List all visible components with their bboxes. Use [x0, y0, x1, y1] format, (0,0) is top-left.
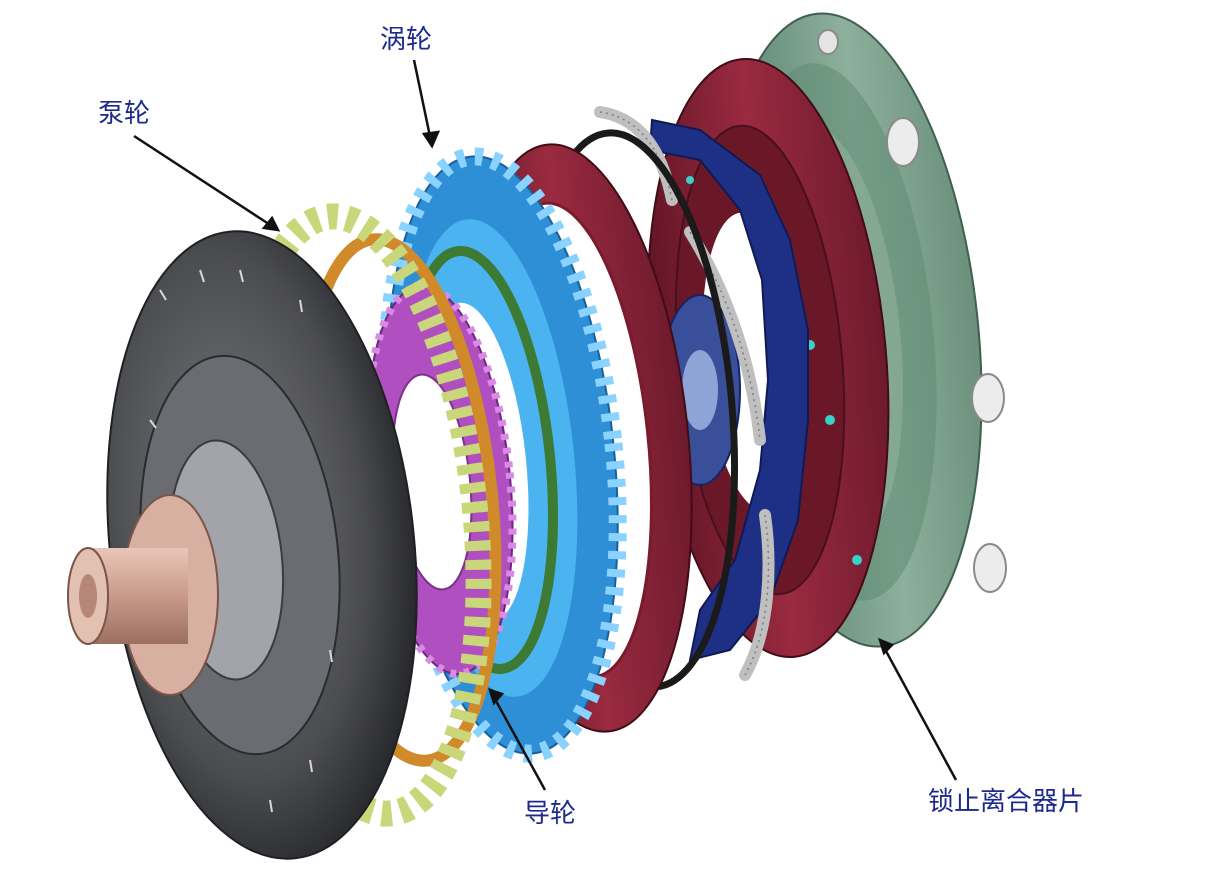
- spring-coils: [599, 111, 770, 676]
- leader-pump: [133, 134, 279, 232]
- label-pump: 泵轮: [98, 99, 150, 129]
- label-turbine: 涡轮: [380, 25, 432, 55]
- label-lockup-clutch: 锁止离合器片: [928, 787, 1084, 817]
- leader-lockup: [878, 639, 958, 781]
- label-stator: 导轮: [524, 799, 576, 829]
- cover-bolts: [817, 29, 1007, 593]
- leader-stator: [488, 689, 547, 791]
- hub-shaft: [67, 494, 219, 696]
- leader-lines: [133, 59, 958, 791]
- leader-turbine: [412, 59, 434, 147]
